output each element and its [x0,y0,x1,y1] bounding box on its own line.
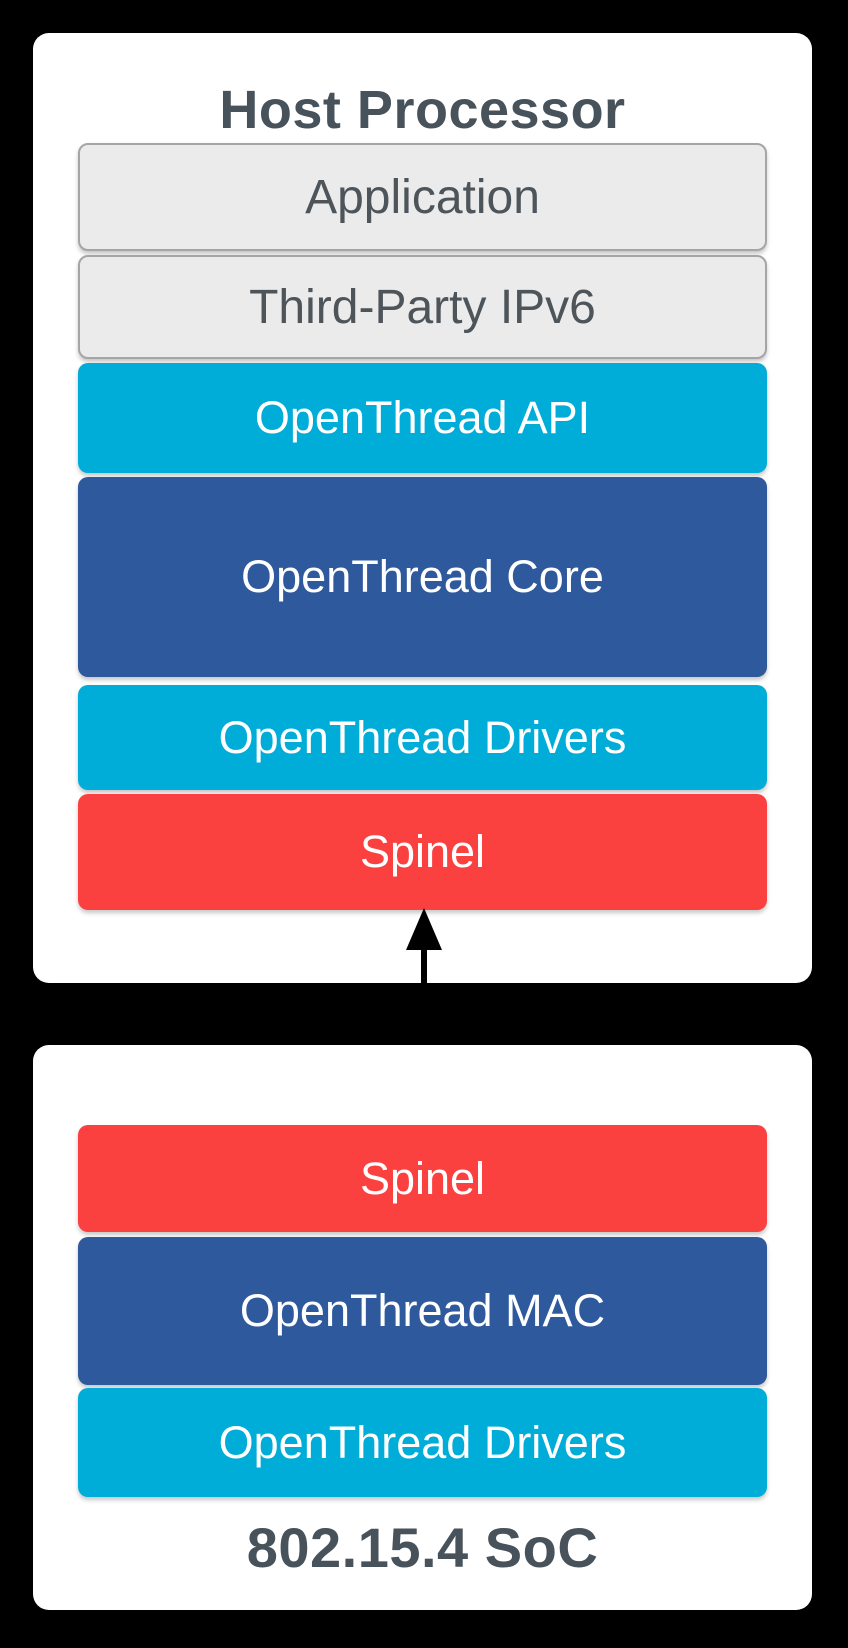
layer-openthread-core: OpenThread Core [78,477,767,677]
arrow-head-up [406,908,442,950]
host-processor-card: Host Processor Application Third-Party I… [33,33,812,983]
layer-spinel-host: Spinel [78,794,767,910]
layer-application: Application [78,143,767,251]
layer-openthread-drivers-soc: OpenThread Drivers [78,1388,767,1497]
host-processor-title: Host Processor [219,80,626,140]
soc-title: 802.15.4 SoC [246,1516,599,1579]
layer-spinel-soc: Spinel [78,1125,767,1232]
layer-third-party-ipv6: Third-Party IPv6 [78,255,767,359]
arrow-shaft [421,942,427,1094]
layer-openthread-mac: OpenThread MAC [78,1237,767,1385]
soc-card: Spinel OpenThread MAC OpenThread Drivers… [33,1045,812,1610]
layer-openthread-api: OpenThread API [78,363,767,473]
layer-openthread-drivers-host: OpenThread Drivers [78,685,767,790]
